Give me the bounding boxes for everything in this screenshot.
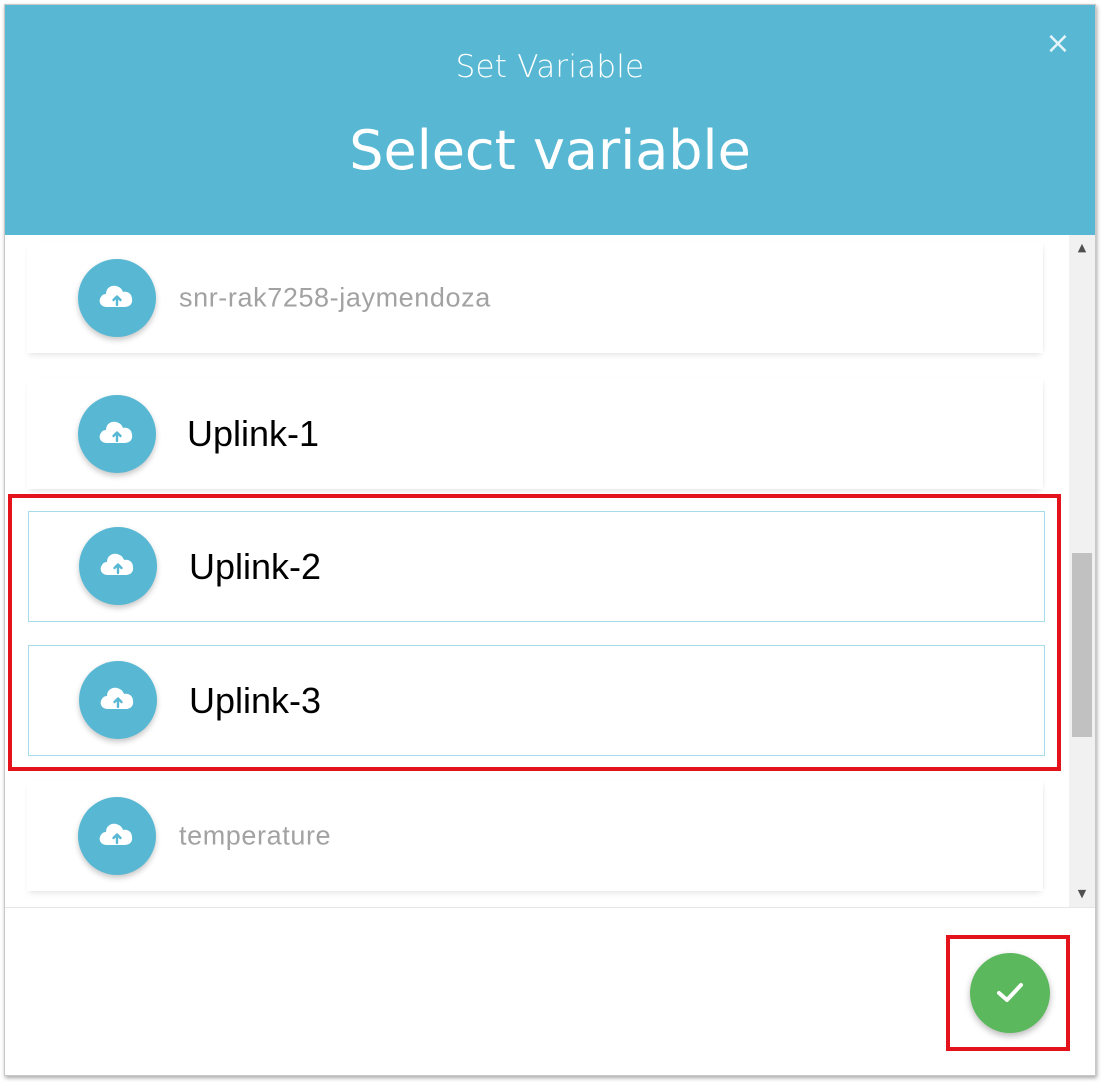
variable-item-uplink-2[interactable]: Uplink-2 bbox=[28, 511, 1045, 622]
variable-label: temperature bbox=[179, 820, 332, 851]
cloud-upload-icon bbox=[79, 661, 157, 739]
cloud-upload-icon bbox=[78, 259, 156, 337]
list-scrollbar[interactable]: ▲ ▼ bbox=[1069, 235, 1095, 907]
cloud-upload-icon bbox=[78, 797, 156, 875]
set-variable-dialog: Set Variable Select variable × snr-rak72… bbox=[4, 4, 1096, 1076]
variable-label: Uplink-2 bbox=[189, 545, 322, 587]
variable-label: Uplink-1 bbox=[187, 413, 320, 454]
cloud-upload-icon bbox=[78, 395, 156, 473]
variable-list: snr-rak7258-jaymendoza Uplink-1 Uplink-2… bbox=[5, 235, 1095, 907]
dialog-header: Set Variable Select variable × bbox=[5, 5, 1095, 235]
variable-item-uplink-3[interactable]: Uplink-3 bbox=[28, 645, 1045, 756]
close-icon[interactable]: × bbox=[1045, 26, 1071, 61]
variable-label: Uplink-3 bbox=[189, 679, 322, 721]
scroll-down-arrow-icon[interactable]: ▼ bbox=[1077, 887, 1087, 900]
variable-item-temperature[interactable]: temperature bbox=[27, 781, 1043, 891]
dialog-subtitle: Set Variable bbox=[455, 49, 645, 85]
variable-item-snr-rak7258-jaymendoza[interactable]: snr-rak7258-jaymendoza bbox=[27, 243, 1043, 353]
cloud-upload-icon bbox=[79, 527, 157, 605]
footer-divider bbox=[5, 907, 1095, 908]
variable-item-uplink-1[interactable]: Uplink-1 bbox=[27, 379, 1043, 489]
confirm-button[interactable] bbox=[970, 953, 1050, 1033]
dialog-title: Select variable bbox=[349, 119, 751, 182]
scrollbar-thumb[interactable] bbox=[1072, 553, 1092, 737]
check-icon bbox=[997, 983, 1023, 1002]
scroll-up-arrow-icon[interactable]: ▲ bbox=[1077, 241, 1087, 254]
variable-label: snr-rak7258-jaymendoza bbox=[179, 282, 491, 313]
